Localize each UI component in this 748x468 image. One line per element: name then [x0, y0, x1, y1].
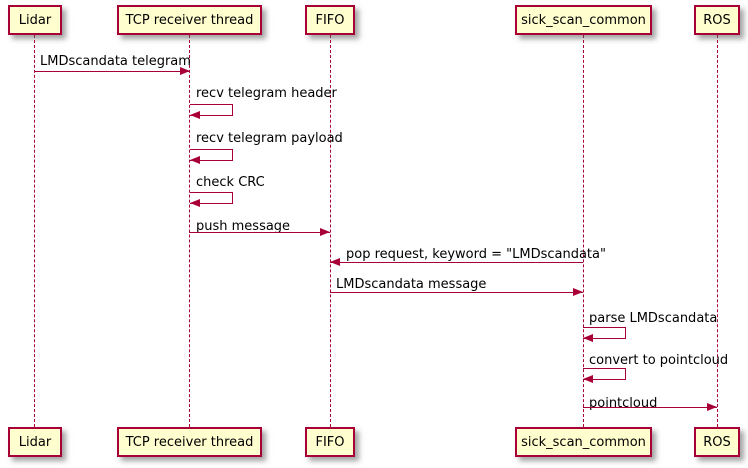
participant-label: ROS	[703, 12, 731, 28]
participant-fifo-bottom: FIFO	[305, 427, 355, 457]
lifeline-fifo	[330, 35, 331, 427]
participant-label: sick_scan_common	[521, 434, 646, 450]
participant-sick-scan-common-bottom: sick_scan_common	[515, 427, 652, 457]
participant-label: FIFO	[315, 434, 345, 450]
participant-tcp-receiver-bottom: TCP receiver thread	[117, 427, 262, 457]
participant-lidar-top: Lidar	[8, 5, 62, 35]
participant-tcp-receiver-top: TCP receiver thread	[117, 5, 262, 35]
participant-label: Lidar	[18, 12, 52, 28]
arrowhead-right-icon	[573, 288, 583, 296]
participant-ros-top: ROS	[694, 5, 740, 35]
message-line	[189, 232, 330, 233]
participant-label: FIFO	[315, 12, 345, 28]
arrowhead-left-icon	[190, 111, 200, 119]
message-line	[34, 71, 190, 72]
participant-label: sick_scan_common	[521, 12, 646, 28]
arrowhead-right-icon	[180, 67, 190, 75]
message-label: recv telegram header	[196, 86, 337, 101]
arrowhead-left-icon	[583, 334, 593, 342]
self-message-loop	[190, 149, 233, 161]
arrowhead-left-icon	[190, 156, 200, 164]
participant-label: TCP receiver thread	[125, 434, 254, 450]
lifeline-tcp-receiver	[189, 35, 190, 427]
message-label: LMDscandata message	[336, 277, 487, 292]
lifeline-sick-scan-common	[583, 35, 584, 427]
message-label: parse LMDscandata	[589, 311, 718, 326]
message-label: LMDscandata telegram	[40, 54, 191, 69]
arrowhead-left-icon	[330, 258, 340, 266]
message-label: pointcloud	[589, 396, 658, 411]
message-line	[583, 407, 717, 408]
arrowhead-right-icon	[707, 403, 717, 411]
participant-ros-bottom: ROS	[694, 427, 740, 457]
self-message-loop	[583, 327, 626, 339]
arrowhead-right-icon	[320, 228, 330, 236]
message-line	[330, 262, 583, 263]
participant-sick-scan-common-top: sick_scan_common	[515, 5, 652, 35]
lifeline-ros	[717, 35, 718, 427]
message-line	[330, 292, 583, 293]
message-label: check CRC	[196, 175, 265, 190]
message-label: convert to pointcloud	[589, 353, 729, 368]
self-message-loop	[583, 368, 626, 380]
participant-lidar-bottom: Lidar	[8, 427, 62, 457]
participant-fifo-top: FIFO	[305, 5, 355, 35]
participant-label: TCP receiver thread	[125, 12, 254, 28]
participant-label: Lidar	[18, 434, 52, 450]
arrowhead-left-icon	[190, 199, 200, 207]
message-label: pop request, keyword = "LMDscandata"	[346, 247, 606, 262]
self-message-loop	[190, 192, 233, 204]
arrowhead-left-icon	[583, 375, 593, 383]
lifeline-lidar	[34, 35, 35, 427]
self-message-loop	[190, 104, 233, 116]
message-label: push message	[196, 219, 291, 234]
participant-label: ROS	[703, 434, 731, 450]
message-label: recv telegram payload	[196, 131, 343, 146]
